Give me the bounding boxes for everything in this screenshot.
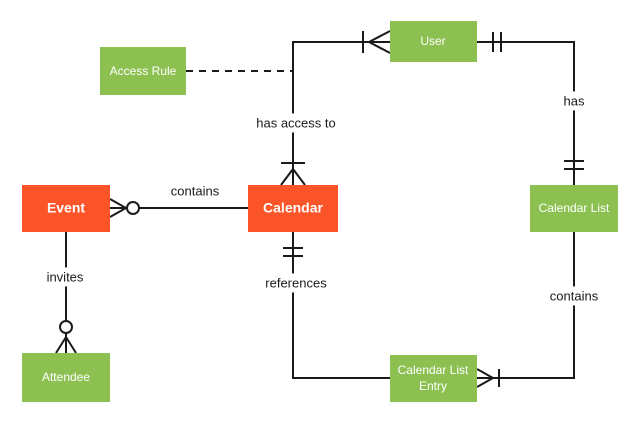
rel-label-contains-event-calendar: contains (171, 183, 220, 198)
entity-calendar-rect[interactable] (248, 185, 338, 232)
entity-calendar-label: Calendar (263, 200, 323, 216)
entity-user[interactable]: User (390, 21, 477, 62)
entity-event-rect[interactable] (22, 185, 110, 232)
edge-references[interactable] (292, 232, 390, 379)
rel-label-invites: invites (47, 269, 84, 284)
entity-attendee-rect[interactable] (22, 353, 110, 402)
entity-event-label: Event (47, 200, 85, 216)
entity-access-rule-rect[interactable] (100, 47, 186, 95)
entity-calendar-list-entry-label-line1: Calendar List (398, 363, 469, 377)
entity-calendar-list[interactable]: Calendar List (530, 185, 618, 232)
entity-calendar-list-label: Calendar List (539, 201, 610, 215)
cardinality-exactly-one-user-right (492, 32, 502, 52)
cardinality-one-or-many-calendar-top (280, 162, 306, 186)
edge-contains-list-entry[interactable] (477, 232, 575, 379)
rel-label-contains-list-entry: contains (550, 288, 599, 303)
relationship-labels: has access to contains invites reference… (47, 93, 599, 303)
rel-label-references: references (265, 275, 327, 290)
label-backdrop (558, 91, 590, 111)
label-backdrop (41, 267, 89, 287)
entity-access-rule[interactable]: Access Rule (100, 47, 186, 95)
entity-calendar-list-entry-rect[interactable] (390, 355, 477, 402)
cardinality-one-or-many-list-entry-right (476, 368, 500, 388)
cardinality-exactly-one-calendar-bottom (283, 247, 303, 257)
label-backdrop (251, 113, 341, 133)
entity-calendar-list-entry-label-line2: Entry (419, 379, 447, 393)
cardinality-one-or-many-user-left (362, 30, 391, 54)
entity-access-rule-label: Access Rule (110, 64, 177, 78)
edge-has-access-to[interactable] (292, 41, 390, 185)
rel-label-has: has (564, 93, 585, 108)
entity-user-rect[interactable] (390, 21, 477, 62)
entity-event[interactable]: Event (22, 185, 110, 232)
entity-attendee-label: Attendee (42, 370, 90, 384)
entity-calendar[interactable]: Calendar (248, 185, 338, 232)
rel-label-has-access-to: has access to (256, 115, 336, 130)
cardinality-zero-or-many-event-right (109, 198, 140, 218)
label-backdrop (165, 181, 225, 201)
cardinality-exactly-one-calendar-list-top (564, 160, 584, 170)
label-backdrops (41, 91, 604, 306)
entity-calendar-list-rect[interactable] (530, 185, 618, 232)
cardinality-zero-or-many-attendee-top (55, 320, 77, 354)
label-backdrop (260, 273, 333, 293)
label-backdrop (544, 286, 604, 306)
entity-attendee[interactable]: Attendee (22, 353, 110, 402)
entity-calendar-list-entry[interactable]: Calendar List Entry (390, 355, 477, 402)
entity-user-label: User (420, 34, 445, 48)
edge-has[interactable] (477, 41, 575, 185)
